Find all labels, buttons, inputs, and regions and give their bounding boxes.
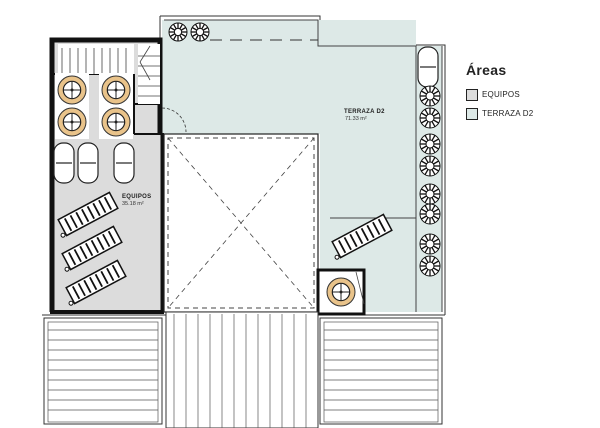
terraza-walls <box>164 19 443 312</box>
terraza-area-label: 71.33 m² <box>345 116 367 122</box>
terraza-label: TERRAZA D2 <box>344 109 385 115</box>
fan-room <box>316 268 366 316</box>
fan-units <box>55 73 133 139</box>
legend-swatch-terraza <box>466 107 478 120</box>
equipos-label: EQUIPOS <box>122 194 151 200</box>
equipos-area-label: 35.18 m² <box>122 201 144 207</box>
skylight <box>163 133 319 313</box>
legend-label-equipos: EQUIPOS <box>482 90 520 99</box>
solar-panels <box>57 191 393 306</box>
stairs <box>58 44 160 104</box>
terraza-d2-west <box>164 20 318 46</box>
legend-item-terraza: TERRAZA D2 <box>466 105 596 122</box>
legend-item-equipos: EQUIPOS <box>466 86 596 103</box>
legend-label-terraza: TERRAZA D2 <box>482 109 534 118</box>
plants <box>168 22 441 277</box>
legend-swatch-equipos <box>466 88 478 101</box>
areas-legend: Áreas EQUIPOS TERRAZA D2 <box>466 62 596 124</box>
legend-title: Áreas <box>466 62 507 78</box>
ac-units <box>53 46 439 184</box>
lower-pergola <box>43 311 443 428</box>
